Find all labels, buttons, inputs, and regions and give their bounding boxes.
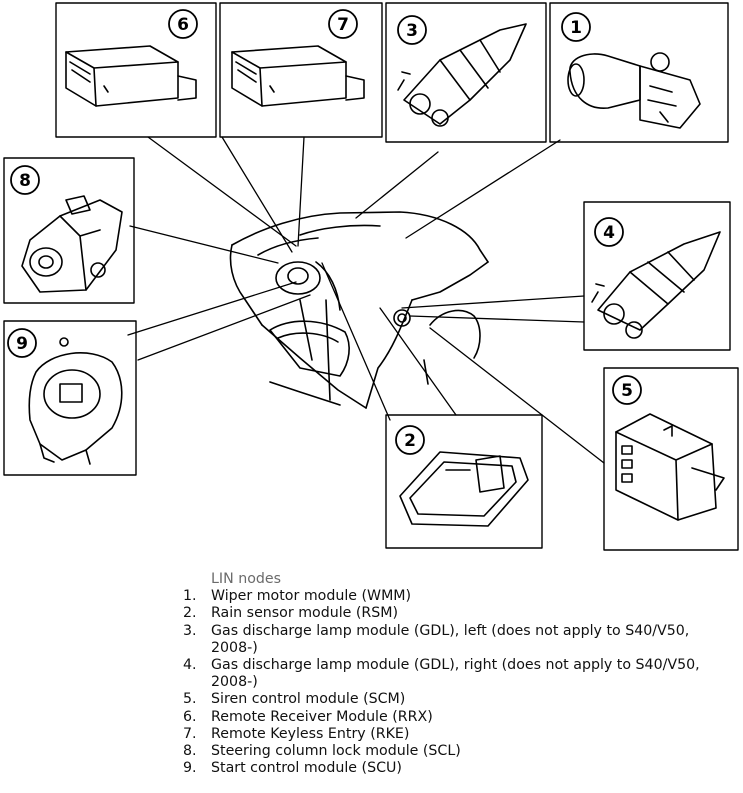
legend-item: 3. Gas discharge lamp module (GDL), left … (183, 623, 738, 657)
legend-item-number: 5. (183, 691, 197, 708)
callout-number-6: 6 (177, 15, 189, 35)
callout-number-7: 7 (337, 15, 349, 35)
legend-item-text: Start control module (SCU) (211, 760, 402, 777)
callout-number-8: 8 (19, 171, 31, 191)
rain-sensor-illustration (399, 451, 529, 527)
node-box-rke (219, 2, 383, 138)
car-illustration (229, 211, 489, 409)
callout-number-5: 5 (621, 381, 633, 401)
callout-circle-7 (328, 9, 358, 39)
node-box-gdl-left (385, 2, 547, 143)
callout-number-4: 4 (603, 223, 615, 243)
callout-circle-5 (612, 375, 642, 405)
legend-list: 1. Wiper motor module (WMM) 2. Rain sensor… (183, 588, 738, 777)
legend-item-number: 3. (183, 622, 197, 639)
legend-item: 4. Gas discharge lamp module (GDL), right… (183, 657, 738, 691)
node-box-rrx (55, 2, 217, 138)
node-box-scu (3, 320, 137, 476)
node-box-gdl-right (583, 201, 731, 351)
legend-item: 7. Remote Keyless Entry (RKE) (183, 726, 738, 743)
legend-item: 9. Start control module (SCU) (183, 760, 738, 777)
legend-item: 2. Rain sensor module (RSM) (183, 605, 738, 622)
legend-item: 1. Wiper motor module (WMM) (183, 588, 738, 605)
callout-number-9: 9 (16, 334, 28, 354)
legend-item: 8. Steering column lock module (SCL) (183, 743, 738, 760)
legend-item-number: 4. (183, 657, 197, 674)
node-box-scm (603, 367, 739, 551)
leader-lines (127, 136, 605, 464)
legend-item-number: 9. (183, 760, 197, 777)
node-box-wmm (549, 2, 729, 143)
legend-item-text: Steering column lock module (SCL) (211, 743, 461, 760)
wiper-motor-illustration (567, 52, 701, 129)
legend-item-number: 1. (183, 588, 197, 605)
legend-item-text: Wiper motor module (WMM) (211, 588, 412, 605)
rke-module-illustration (231, 45, 365, 107)
start-control-illustration (28, 337, 123, 465)
callout-circle-6 (168, 9, 198, 39)
siren-module-illustration (615, 413, 725, 521)
lin-nodes-diagram: 6 7 3 1 8 4 9 2 5 (3, 2, 739, 551)
rrx-module-illustration (65, 45, 197, 107)
legend-item-text: Siren control module (SCM) (211, 691, 406, 708)
callout-circle-4 (594, 217, 624, 247)
callout-circle-9 (7, 328, 37, 358)
steering-lock-illustration (21, 195, 123, 293)
callout-circle-1 (561, 12, 591, 42)
legend-item-number: 6. (183, 708, 197, 725)
legend-item-text: Remote Keyless Entry (RKE) (211, 725, 410, 742)
legend: LIN nodes 1. Wiper motor module (WMM) 2. R… (183, 571, 738, 777)
legend-title: LIN nodes (211, 571, 282, 587)
gdl-right-illustration (591, 231, 721, 339)
legend-item-text: Rain sensor module (RSM) (211, 605, 399, 622)
node-box-rsm (385, 414, 543, 549)
legend-item-number: 2. (183, 605, 197, 622)
legend-item: 5. Siren control module (SCM) (183, 691, 738, 708)
callout-number-2: 2 (404, 431, 416, 451)
legend-item-text: Remote Receiver Module (RRX) (211, 708, 433, 725)
legend-item-number: 8. (183, 743, 197, 760)
legend-item: 6. Remote Receiver Module (RRX) (183, 709, 738, 726)
legend-item-text: Gas discharge lamp module (GDL), left (d… (211, 622, 690, 656)
legend-item-number: 7. (183, 725, 197, 742)
callout-number-3: 3 (406, 21, 418, 41)
callout-circle-8 (10, 165, 40, 195)
callout-circle-2 (395, 425, 425, 455)
gdl-left-illustration (397, 23, 527, 127)
callout-circle-3 (397, 15, 427, 45)
callout-number-1: 1 (570, 18, 582, 38)
legend-item-text: Gas discharge lamp module (GDL), right (… (211, 657, 700, 691)
node-box-scl (3, 157, 135, 304)
